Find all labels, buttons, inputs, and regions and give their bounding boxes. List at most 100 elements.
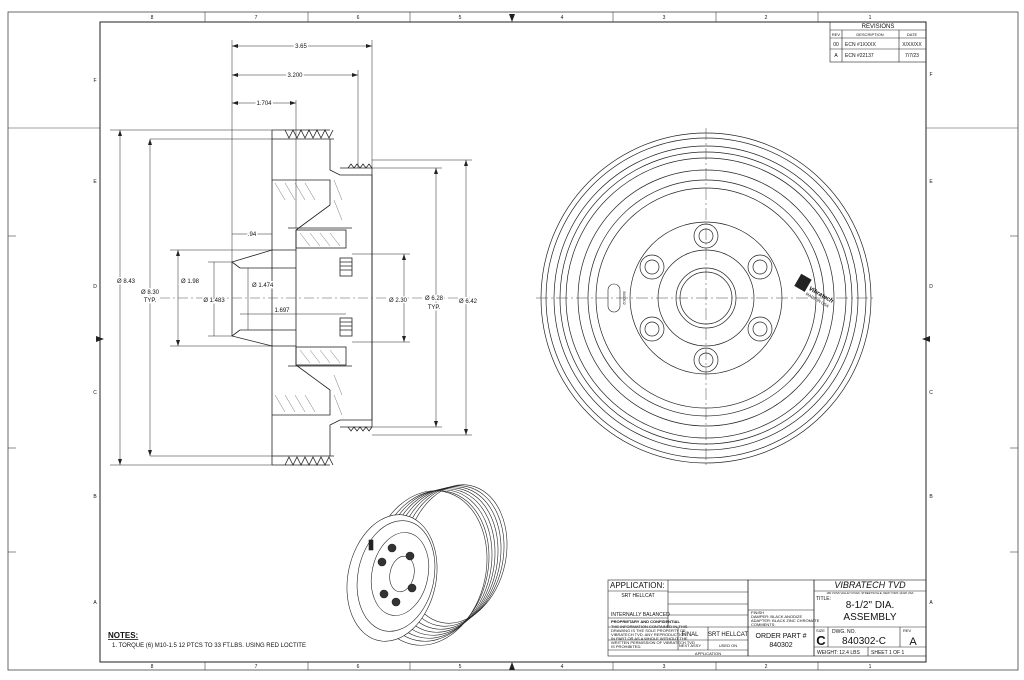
finish-line-2: ADAPTER: BLACK ZINC CHROMATE xyxy=(751,618,820,623)
rev-label: REV xyxy=(903,628,912,633)
dim-1-98: Ø 1.98 xyxy=(181,279,200,285)
dim-6-42: Ø 6.42 xyxy=(459,299,478,305)
zone-ticks xyxy=(8,12,1018,670)
proprietary-text-4: IN PART OR AS A WHOLE WITHOUT THE xyxy=(611,636,688,641)
comments-label: COMMENTS: xyxy=(751,622,775,627)
balance-note: INTERNALLY BALANCED xyxy=(611,612,670,618)
dim-8-30: Ø 8.30 xyxy=(141,290,160,296)
size-label: SIZE xyxy=(816,628,825,633)
proprietary-text-3: VIBRATECH TVD. ANY REPRODUCTION xyxy=(611,632,686,637)
center-marks xyxy=(96,14,930,670)
inner-frame xyxy=(99,21,927,663)
rev-row-0-rev: 00 xyxy=(833,42,839,48)
rev-row-1-rev: A xyxy=(834,53,838,59)
finish-label: FINISH xyxy=(751,610,764,615)
dim-1-704: 1.704 xyxy=(256,101,272,107)
zone-row-D: D xyxy=(93,284,97,290)
title-block xyxy=(813,579,927,657)
zone-col-3-b: 3 xyxy=(663,664,666,670)
rev-header-date: DATE xyxy=(907,32,918,37)
proprietary-text-6: IS PROHIBITED. xyxy=(611,644,641,649)
proprietary-text-1: THE INFORMATION CONTAINED IN THIS xyxy=(611,624,688,629)
rev-row-1-date: 7/7/23 xyxy=(905,53,919,59)
zone-row-B: B xyxy=(93,494,97,500)
application-label: APPLICATION: xyxy=(610,581,665,590)
proprietary-title: PROPRIETARY AND CONFIDENTIAL xyxy=(611,619,680,624)
zone-col-1: 1 xyxy=(869,15,872,21)
final-value: SRT HELLCAT xyxy=(708,632,748,638)
next-assy-label: NEXT ASSY xyxy=(679,643,701,648)
size-value: C xyxy=(816,633,826,648)
zone-row-F-r: F xyxy=(929,72,932,78)
zone-col-2: 2 xyxy=(765,15,768,21)
zone-col-5: 5 xyxy=(459,15,462,21)
dimension-lines xyxy=(110,40,472,466)
notes-line-1: 1. TORQUE (6) M10-1.5 12 PTCS TO 33 FT.L… xyxy=(112,643,306,649)
final-label: FINAL xyxy=(681,632,699,638)
notes-heading: NOTES: xyxy=(108,631,138,640)
revisions-title: REVISIONS xyxy=(862,24,895,30)
zone-row-D-r: D xyxy=(929,284,933,290)
dim-typ-1: TYP. xyxy=(144,298,157,304)
application-value: SRT HELLCAT xyxy=(621,593,654,599)
application-footer: APPLICATION xyxy=(695,651,721,656)
weight-value: WEIGHT: 12.4 LBS xyxy=(817,650,860,656)
dimension-arrows xyxy=(118,44,468,465)
dim-1-483: Ø 1.483 xyxy=(203,298,225,304)
zone-row-B-r: B xyxy=(929,494,933,500)
front-view-bolt-holes xyxy=(639,223,773,373)
dwg-no-label: DWG. NO. xyxy=(832,629,856,635)
dim-8-43: Ø 8.43 xyxy=(117,279,136,285)
revisions-table xyxy=(829,21,927,63)
zone-col-8-b: 8 xyxy=(151,664,154,670)
rev-value: A xyxy=(909,636,917,648)
title-label: TITLE: xyxy=(816,596,831,602)
title-line-1: 8-1/2" DIA. xyxy=(846,600,895,611)
sheet-value: SHEET 1 OF 1 xyxy=(871,650,904,656)
dim-1-474: Ø 1.474 xyxy=(252,283,274,289)
used-on-label: USED ON xyxy=(719,643,737,648)
zone-col-5-b: 5 xyxy=(459,664,462,670)
rev-row-0-date: X/XX/XX xyxy=(902,42,922,48)
dim-3-65: 3.65 xyxy=(295,44,307,50)
zone-row-F: F xyxy=(93,78,96,84)
dwg-no-value: 840302-C xyxy=(842,636,886,647)
zone-row-A-r: A xyxy=(929,600,933,606)
zone-col-7-b: 7 xyxy=(255,664,258,670)
zone-col-7: 7 xyxy=(255,15,258,21)
zone-row-C-r: C xyxy=(929,390,933,396)
zone-row-E: E xyxy=(93,179,97,185)
rev-header-rev: REV xyxy=(832,32,841,37)
zone-col-3: 3 xyxy=(663,15,666,21)
proprietary-text-5: WRITTEN PERMISSION OF VIBRATECH TVD xyxy=(611,640,695,645)
section-view xyxy=(231,129,373,466)
pn-marking: 840302 xyxy=(622,291,627,305)
proprietary-text-2: DRAWING IS THE SOLE PROPERTY OF xyxy=(611,628,686,633)
isometric-view xyxy=(346,484,508,646)
zone-row-C: C xyxy=(93,390,97,396)
dim-2-30: Ø 2.30 xyxy=(389,298,408,304)
zone-row-A: A xyxy=(93,600,97,606)
front-view-logo: Vibratech MADE IN USA 840302 xyxy=(607,273,834,313)
dim-3-200: 3.200 xyxy=(287,73,303,79)
zone-col-4-b: 4 xyxy=(561,664,564,670)
dim-typ-2: TYP. xyxy=(428,305,441,311)
zone-col-1-b: 1 xyxy=(869,664,872,670)
zone-col-6-b: 6 xyxy=(357,664,360,670)
rev-row-0-desc: ECN #1XXXX xyxy=(845,42,877,48)
finish-line-1: DAMPER: BLACK ANODIZE xyxy=(751,614,802,619)
order-part-label: ORDER PART # xyxy=(756,633,807,640)
zone-col-2-b: 2 xyxy=(765,664,768,670)
zone-col-4: 4 xyxy=(561,15,564,21)
zone-row-E-r: E xyxy=(929,179,933,185)
dim-1-697: 1.697 xyxy=(274,308,290,314)
zone-col-8: 8 xyxy=(151,15,154,21)
dim-6-28: Ø 6.28 xyxy=(425,296,444,302)
front-view-centerlines xyxy=(536,128,876,468)
dim-0-94: .94 xyxy=(248,232,257,238)
rev-header-desc: DESCRIPTION xyxy=(856,32,883,37)
section-hatching xyxy=(274,179,343,416)
company-address: 180 VOSS VALLEY ROAD, STREETSVILLE, NEW … xyxy=(826,591,913,595)
rev-row-1-desc: ECN #22137 xyxy=(845,53,874,59)
